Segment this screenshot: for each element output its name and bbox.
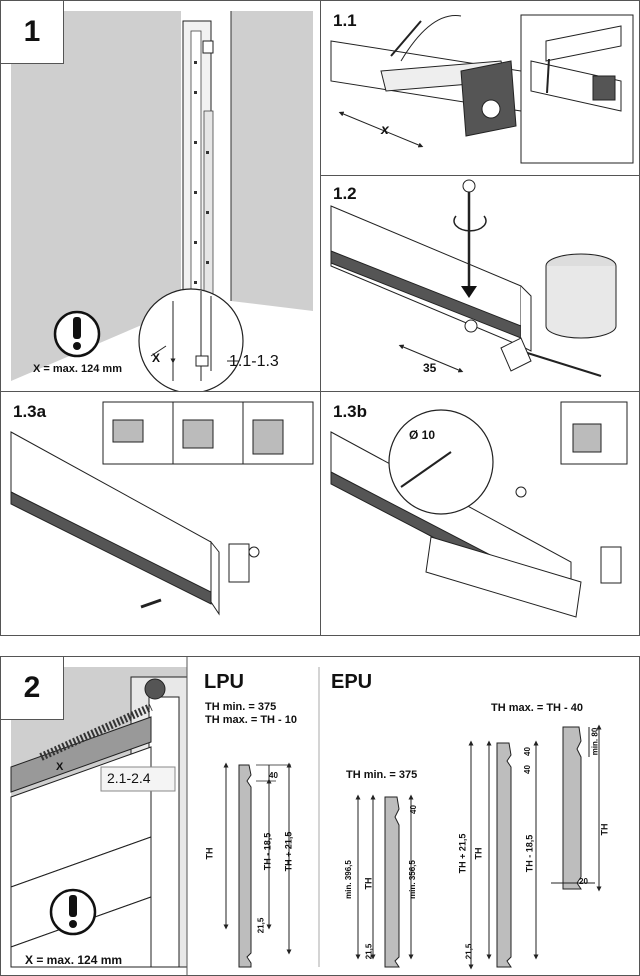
lpu-th-min: TH min. = 375: [205, 701, 277, 713]
rail-fitting-drawing: [10, 401, 314, 616]
x-label: X: [152, 351, 161, 365]
epu-th-max: TH max. = TH - 40: [491, 702, 584, 714]
epu-a-21: 21,5: [364, 943, 374, 960]
epu-b-min80: min. 80: [590, 727, 600, 756]
panel-step-1-3a: 1.3a: [0, 391, 321, 636]
drilling-drawing: [330, 401, 628, 618]
panel-step-1-1: 1.1 x: [320, 0, 640, 176]
epu-title: EPU: [331, 671, 373, 693]
wall-corner-drawing: [11, 11, 313, 391]
panel-step-1: 1 X = max. 124 mm X 1.1-1.3: [0, 0, 321, 392]
x-label-2: X: [56, 761, 64, 773]
marking-drawing: [330, 14, 634, 164]
x-dimension-label: x: [381, 121, 389, 137]
step-label-1-3a: 1.3a: [13, 402, 47, 421]
door-installation-drawing: [10, 657, 320, 975]
screw-mounting-drawing: [330, 179, 617, 377]
panel-step-1-3b: 1.3b Ø 10: [320, 391, 640, 636]
epu-b-40b: 40: [522, 765, 532, 774]
max-x-note-2: X = max. 124 mm: [25, 953, 123, 967]
epu-b-th: TH: [473, 847, 484, 860]
lpu-profile: [223, 762, 292, 968]
epu-b-20: 20: [579, 877, 588, 886]
hole-diameter: Ø 10: [409, 428, 436, 442]
epu-b-th-right: TH: [599, 823, 610, 836]
epu-b-21: 21,5: [464, 943, 474, 960]
panel-step-2: 2 2.1-2.4 X X = max. 124 mm LPU TH min. …: [0, 656, 640, 976]
substep-reference: 1.1-1.3: [229, 353, 279, 370]
epu-a-min396: min. 396,5: [343, 860, 353, 899]
epu-a-40: 40: [408, 805, 418, 814]
epu-th-min: TH min. = 375: [346, 769, 418, 781]
epu-b-40a: 40: [522, 747, 532, 756]
step-label-1-3b: 1.3b: [333, 402, 368, 421]
lpu-dim-40: 40: [269, 771, 278, 780]
epu-profiles: [355, 724, 602, 970]
step-number-1: 1: [1, 1, 64, 64]
step-number-2: 2: [1, 657, 64, 720]
max-x-note: X = max. 124 mm: [33, 363, 122, 375]
dimension-35: 35: [423, 361, 437, 375]
panel-step-1-2: 1.2 35: [320, 175, 640, 392]
step-label-1-2: 1.2: [333, 184, 357, 203]
lpu-th-max: TH max. = TH - 10: [205, 714, 298, 726]
epu-b-th-minus: TH - 18,5: [524, 834, 535, 873]
epu-b-th-plus: TH + 21,5: [457, 833, 468, 874]
lpu-title: LPU: [204, 671, 244, 693]
step-label-1-1: 1.1: [333, 11, 357, 30]
epu-a-min356: min. 356,5: [407, 860, 417, 899]
epu-a-th: TH: [363, 877, 374, 890]
substep-reference-2: 2.1-2.4: [107, 770, 151, 786]
